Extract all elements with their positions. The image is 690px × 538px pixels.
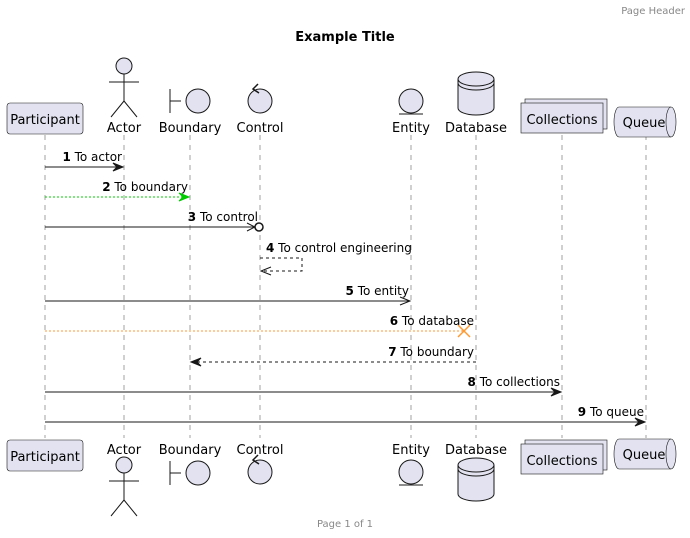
actor-icon	[109, 456, 139, 517]
message-label: 3 To control	[188, 210, 258, 224]
queue-end	[665, 106, 672, 138]
participant-label: Database	[445, 121, 507, 136]
arrowhead	[259, 266, 272, 276]
boundary-icon	[169, 88, 211, 114]
participant-collections-top: Collections	[520, 98, 608, 134]
message-label: 6 To database	[390, 314, 474, 328]
arrow-cross	[457, 324, 471, 338]
message-3: 3 To control	[45, 210, 264, 232]
participant-control-bottom: Control	[237, 443, 284, 485]
arrowhead	[634, 417, 647, 427]
message-label: 8 To collections	[468, 375, 560, 389]
message-5: 5 To entity	[45, 284, 412, 306]
participant-label: Entity	[392, 121, 430, 136]
arrowhead	[178, 192, 191, 202]
message-label: 1 To actor	[62, 150, 122, 164]
participant-label: Participant	[10, 450, 80, 465]
arrowhead	[550, 387, 563, 397]
participant-label: Queue	[623, 116, 666, 131]
participant-actor-top: Actor	[107, 57, 142, 136]
participant-label: Control	[237, 121, 284, 136]
message-label: 7 To boundary	[388, 345, 474, 359]
message-6: 6 To database	[45, 314, 474, 338]
participant-label: Boundary	[159, 443, 222, 458]
participant-boundary-top: Boundary	[159, 88, 222, 136]
participant-database-top: Database	[445, 71, 507, 136]
participant-participant-top: Participant	[6, 102, 84, 135]
participant-box	[6, 102, 84, 135]
message-9: 9 To queue	[45, 405, 647, 427]
message-2: 2 To boundary	[45, 180, 191, 202]
participant-label: Actor	[107, 121, 142, 136]
message-7: 7 To boundary	[189, 345, 476, 367]
participant-label: Queue	[623, 448, 666, 463]
message-label: 4 To control engineering	[266, 241, 412, 255]
arrow-circle	[254, 222, 264, 232]
control-icon	[247, 454, 273, 485]
participant-boundary-bottom: Boundary	[159, 443, 222, 486]
collections-box	[520, 443, 604, 475]
participant-label: Collections	[526, 113, 597, 128]
participant-box	[6, 439, 84, 472]
control-icon	[247, 83, 273, 114]
message-line	[260, 257, 303, 272]
arrowhead	[112, 162, 125, 172]
participant-collections-bottom: Collections	[520, 439, 608, 475]
entity-icon	[398, 88, 424, 115]
actor-icon	[109, 57, 139, 118]
message-1: 1 To actor	[45, 150, 125, 172]
arrowhead	[189, 357, 202, 367]
participant-queue-top: Queue	[613, 106, 677, 138]
participant-label: Collections	[526, 454, 597, 469]
participant-entity-bottom: Entity	[392, 443, 430, 486]
arrowhead	[399, 296, 412, 306]
participant-control-top: Control	[237, 83, 284, 136]
participant-actor-bottom: Actor	[107, 443, 142, 517]
message-4: 4 To control engineering	[259, 241, 412, 276]
page-footer: Page 1 of 1	[316, 519, 374, 530]
queue-end	[665, 438, 672, 470]
participant-queue-bottom: Queue	[613, 438, 677, 470]
participant-label: Control	[237, 443, 284, 458]
participant-label: Participant	[10, 113, 80, 128]
page-header: Page Header	[621, 6, 685, 17]
diagram-title: Example Title	[295, 30, 395, 45]
participant-participant-bottom: Participant	[6, 439, 84, 472]
participant-label: Entity	[392, 443, 430, 458]
participant-entity-top: Entity	[392, 88, 430, 136]
participant-database-bottom: Database	[445, 443, 507, 502]
participant-label: Database	[445, 443, 507, 458]
collections-box	[520, 102, 604, 134]
message-label: 9 To queue	[578, 405, 644, 419]
participant-label: Boundary	[159, 121, 222, 136]
participant-label: Actor	[107, 443, 142, 458]
database-icon	[457, 457, 495, 502]
message-8: 8 To collections	[45, 375, 563, 397]
message-label: 2 To boundary	[102, 180, 188, 194]
message-label: 5 To entity	[346, 284, 409, 298]
entity-icon	[398, 459, 424, 486]
boundary-icon	[169, 460, 211, 486]
database-icon	[457, 71, 495, 116]
